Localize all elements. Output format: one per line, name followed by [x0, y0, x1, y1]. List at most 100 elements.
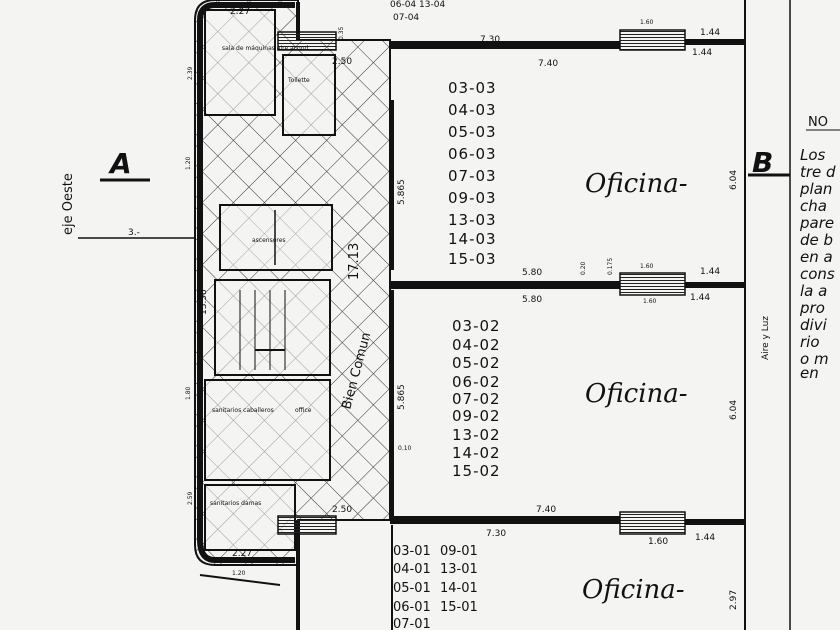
machine-room-label: sala de máquinas aire acond.: [222, 45, 310, 52]
core-left-wall-bottom: [197, 539, 295, 563]
floor-code: 05-01: [393, 581, 431, 596]
floor-code: 15-02: [452, 462, 501, 480]
elevators-label: ascensores: [252, 237, 286, 244]
floor-code: 05-03: [448, 123, 497, 141]
notes-line: rio: [800, 333, 820, 351]
dim-label: 5.865: [397, 179, 407, 205]
machine-room: [204, 9, 276, 116]
air-light-label: Aire y Luz: [761, 316, 771, 360]
floor-code: 06-01: [393, 600, 431, 615]
mens-sanitary-room: [204, 379, 331, 481]
floor-code: 13-03: [448, 211, 497, 229]
office-label-bot: Oficina-: [582, 575, 685, 605]
floor-codes-level02: 03-02 04-02 05-02 06-02 07-02 09-02 13-0…: [452, 317, 501, 480]
west-axis-label: eje Oeste: [61, 173, 76, 235]
floor-code: 07-02: [452, 390, 501, 408]
dim-label: 6.04: [729, 400, 739, 420]
floor-code: 14-03: [448, 230, 497, 248]
floor-code: 09-01: [440, 544, 478, 559]
notes-line: en a: [800, 248, 833, 266]
floor-code: 04-03: [448, 101, 497, 119]
floor-code: 14-01: [440, 581, 478, 596]
mens-sanitary-label: sanitarios caballeros: [212, 407, 274, 414]
floor-codes-level01: 03-01 04-01 05-01 06-01 07-01 09-01 13-0…: [393, 544, 478, 630]
dim-label: 13.58: [199, 289, 209, 315]
dim-label: 2.27: [232, 549, 252, 559]
dim-label: 5.865: [397, 384, 407, 410]
elevator-shaft: [219, 204, 333, 271]
floor-code: 04-01: [393, 562, 431, 577]
dim-label: 7.30: [480, 35, 500, 45]
dim-label: 1.44: [700, 267, 720, 277]
office-small-label: office: [295, 407, 312, 414]
notes-line: tre d: [800, 163, 836, 181]
notes-line: pare: [799, 214, 834, 232]
womens-sanitary-label: sanitarios damas: [210, 500, 261, 507]
office-window-top: [619, 29, 686, 51]
dim-label: 2.50: [332, 57, 352, 67]
floor-code: 06-03: [448, 145, 497, 163]
notes-line: cha: [800, 197, 827, 215]
floor-codes-level03: 03-03 04-03 05-03 06-03 07-03 09-03 13-0…: [448, 79, 497, 268]
dim-label: 6.04: [729, 170, 739, 190]
notes-line: la a: [800, 282, 827, 300]
core-window-bottom: [277, 515, 337, 535]
dim-label: 0.20: [580, 261, 587, 275]
dim-label: 1.44: [695, 533, 715, 543]
dim-label: 5.80: [522, 295, 542, 305]
floor-code: 03-03: [448, 79, 497, 97]
section-marker-b: B: [752, 146, 773, 179]
core-left-wall: [197, 2, 295, 21]
core-window-top: [277, 31, 337, 51]
dim-label: 1.20: [185, 156, 192, 170]
notes-line: plan: [799, 180, 832, 198]
bottom-diagonal-stroke: [199, 574, 281, 586]
notes-line: o m: [800, 350, 829, 368]
dim-label: 7.30: [486, 529, 506, 539]
notes-line: en: [800, 364, 819, 382]
notes-line: divi: [800, 316, 828, 334]
notes-column: NO Los tre d plan cha pare de b en a con…: [799, 115, 840, 382]
notes-line: de b: [800, 231, 833, 249]
floor-code: 07-01: [393, 617, 431, 630]
dim-label: 1.60: [640, 19, 654, 26]
dim-label: 7.40: [536, 505, 556, 515]
dim-label: 7.40: [538, 59, 558, 69]
dim-label: 1.60: [648, 537, 668, 547]
dim-label: 2.59: [187, 491, 194, 505]
office-label-mid: Oficina-: [585, 379, 688, 409]
dim-label: 2.27: [230, 7, 250, 17]
office-label-top: Oficina-: [585, 169, 688, 199]
floor-code: 13-01: [440, 562, 478, 577]
floor-code: 07-03: [448, 167, 497, 185]
section-marker-a: A: [108, 147, 132, 180]
dim-label: 0.35: [338, 26, 345, 40]
floor-code: 05-02: [452, 354, 501, 372]
floor-code: 15-03: [448, 250, 497, 268]
dim-label: 3.-: [128, 228, 140, 238]
dim-label: 1.44: [692, 48, 712, 58]
floor-code: 14-02: [452, 444, 501, 462]
floor-code: 09-02: [452, 407, 501, 425]
common-area-dim: 17.13: [347, 243, 362, 280]
stair-room: [214, 279, 331, 376]
notes-line: cons: [800, 265, 835, 283]
office-window-mid: [619, 272, 686, 296]
floor-code: 06-02: [452, 373, 501, 391]
dim-label: 1.44: [690, 293, 710, 303]
floor-code-top-2: 07-04: [393, 13, 419, 23]
notes-title: NO: [808, 115, 828, 130]
stair-steps: [239, 290, 286, 370]
floor-code: 13-02: [452, 426, 501, 444]
floor-code-top-1: 06-04 13-04: [390, 0, 445, 10]
dim-label: 5.80: [522, 268, 542, 278]
dim-label: 1.60: [640, 263, 654, 270]
floor-code: 03-02: [452, 317, 501, 335]
floor-code: 03-01: [393, 544, 431, 559]
dim-label: 1.60: [643, 298, 657, 305]
notes-line: pro: [799, 299, 825, 317]
dim-label: 2.50: [332, 505, 352, 515]
floor-code: 09-03: [448, 189, 497, 207]
dim-label: 2.39: [187, 66, 194, 80]
